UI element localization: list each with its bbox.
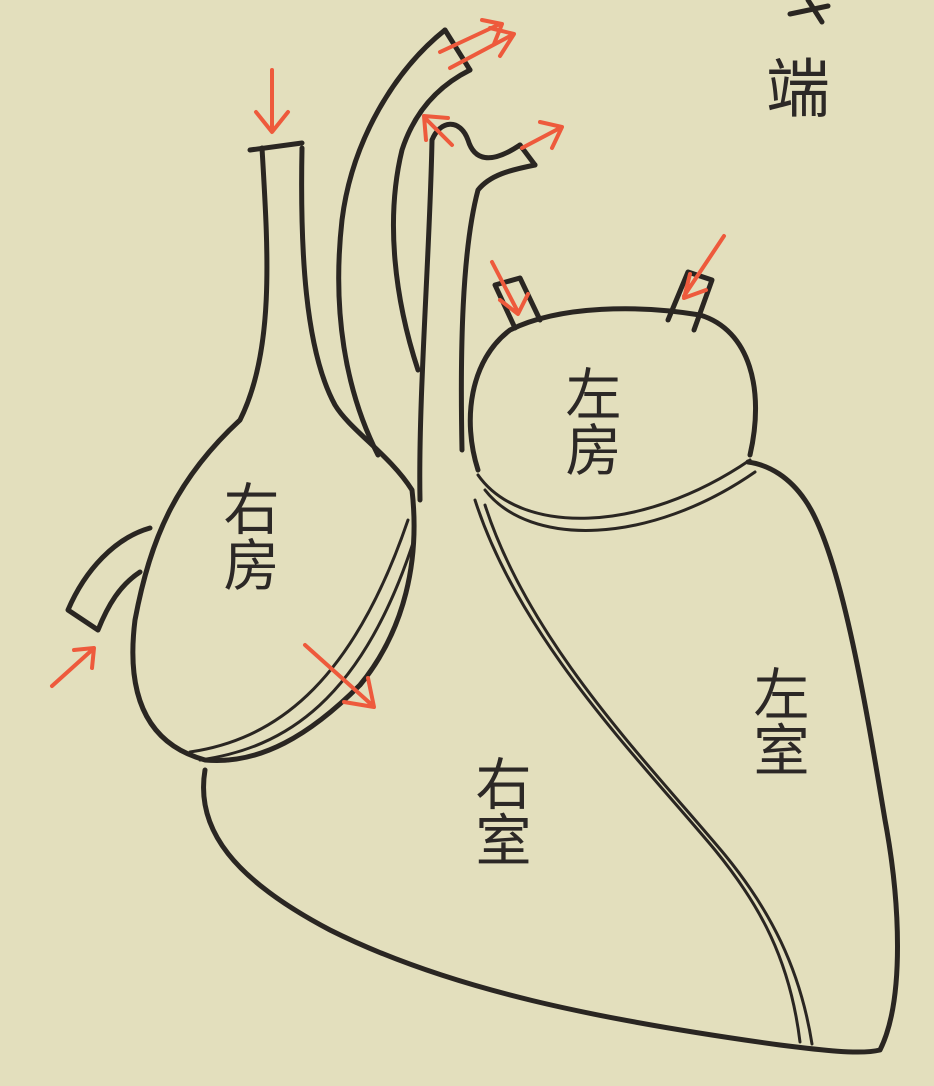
arrow-pulmonary-right [522, 122, 562, 148]
right-atrium-outline [133, 148, 414, 761]
pulmonary-trunk-left [420, 140, 432, 500]
arrow-pulmonary-vein-right [684, 236, 724, 298]
svc-opening [250, 143, 302, 150]
label-right-ventricle: 右室 [470, 755, 526, 867]
arrow-pulmonary-left [424, 116, 452, 145]
label-left-atrium: 左房 [560, 365, 616, 477]
arrow-svc-in [256, 70, 288, 132]
partial-character-stroke [790, 0, 828, 22]
arrow-tricuspid [305, 645, 374, 707]
label-right-atrium: 右房 [218, 480, 274, 592]
arrow-ivc-in [52, 648, 94, 686]
margin-character: 端 [760, 55, 824, 119]
label-left-ventricle: 左室 [748, 665, 804, 777]
